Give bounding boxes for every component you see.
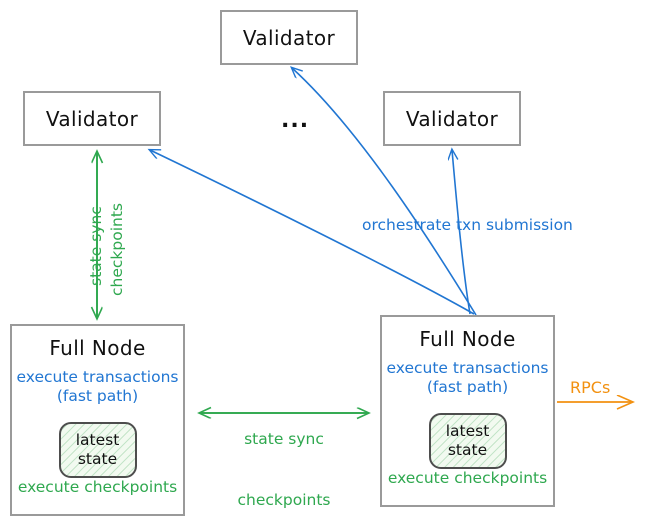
full-node-left-green-text: execute checkpoints	[17, 478, 178, 496]
full-node-left-blue-text: execute transactions (fast path)	[12, 368, 183, 407]
full-node-left-latest-state-box[interactable]: latest state	[58, 422, 137, 478]
full-node-right-blue-line1: execute transactions	[386, 359, 549, 377]
full-node-left-state-line2: state	[77, 450, 118, 468]
full-node-left-blue-line2: (fast path)	[56, 387, 139, 406]
validator-top-label: Validator	[242, 25, 336, 50]
label-state-sync-center: state sync checkpoints	[214, 389, 354, 526]
validator-right-label: Validator	[405, 106, 499, 131]
full-node-box-right[interactable]: Full Node execute transactions (fast pat…	[380, 315, 555, 507]
full-node-right-green-text: execute checkpoints	[387, 469, 548, 487]
label-state-sync-vertical-line1: state sync	[87, 206, 105, 286]
validators-ellipsis: ...	[281, 108, 310, 133]
full-node-right-blue-line2: (fast path)	[426, 378, 509, 397]
full-node-right-state-line2: state	[447, 441, 488, 459]
full-node-left-state-line1: latest	[75, 431, 120, 450]
validator-box-left[interactable]: Validator	[23, 91, 161, 146]
full-node-right-title: Full Node	[419, 327, 516, 351]
validator-box-right[interactable]: Validator	[383, 91, 521, 146]
label-state-sync-center-line2: checkpoints	[237, 490, 331, 509]
label-rpcs: RPCs	[570, 378, 611, 397]
label-orchestrate-txn-submission: orchestrate txn submission	[362, 216, 573, 234]
full-node-left-blue-line1: execute transactions	[16, 368, 179, 386]
label-state-sync-vertical-line2: checkpoints	[108, 203, 126, 296]
validator-box-top[interactable]: Validator	[220, 10, 358, 65]
label-state-sync-center-line1: state sync	[244, 430, 324, 449]
full-node-right-blue-text: execute transactions (fast path)	[382, 359, 553, 398]
full-node-right-latest-state-box[interactable]: latest state	[428, 413, 507, 469]
validator-left-label: Validator	[45, 106, 139, 131]
full-node-box-left[interactable]: Full Node execute transactions (fast pat…	[10, 324, 185, 516]
full-node-left-title: Full Node	[49, 336, 146, 360]
full-node-right-state-line1: latest	[445, 422, 490, 441]
